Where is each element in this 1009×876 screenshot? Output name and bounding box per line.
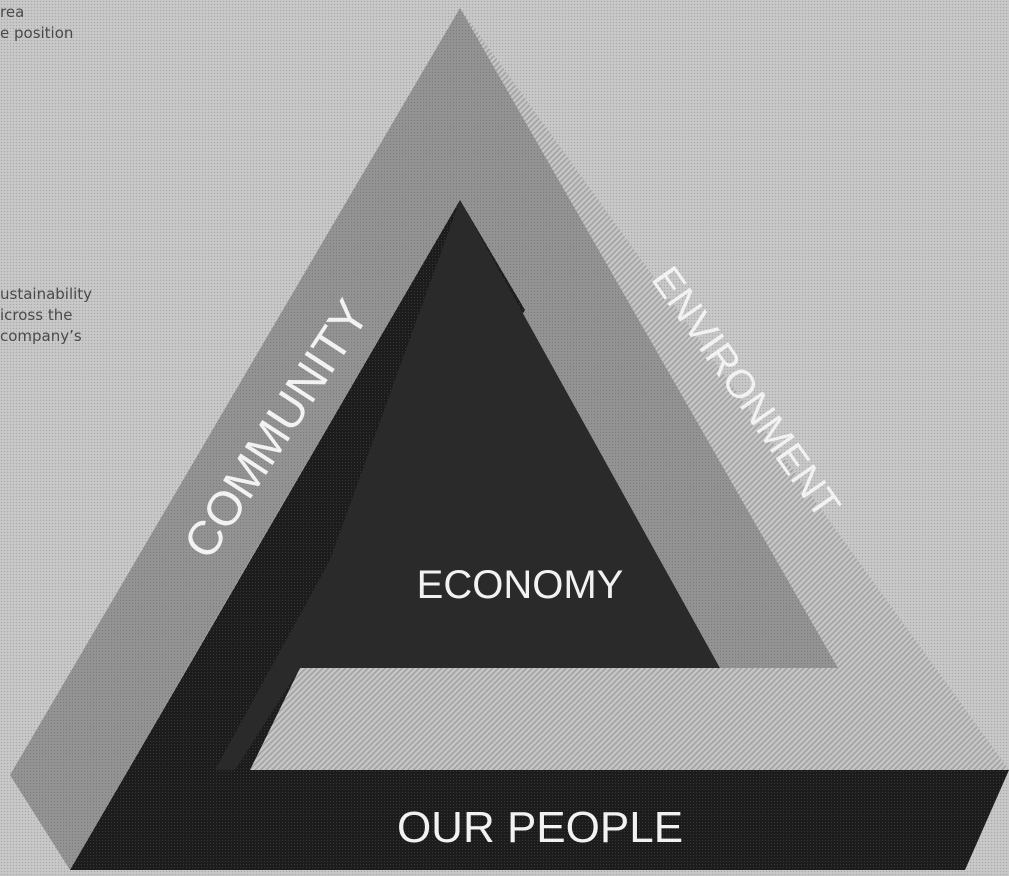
sustainability-text-line-3: company’s xyxy=(0,327,82,345)
inner-ledge xyxy=(250,668,1009,770)
sustainability-text-fragment: ustainability icross the company’s xyxy=(0,284,92,347)
intro-text-line-2: e position xyxy=(0,24,74,42)
intro-text-fragment: rea e position xyxy=(0,2,73,44)
sustainability-text-line-2: icross the xyxy=(0,306,73,324)
environment-band xyxy=(460,8,1009,770)
people-band xyxy=(70,200,1009,870)
economy-core xyxy=(215,200,720,770)
intro-text-line-1: rea xyxy=(0,3,25,21)
community-band xyxy=(10,8,838,870)
sustainability-text-line-1: ustainability xyxy=(0,285,93,303)
people-label: OUR PEOPLE xyxy=(397,803,683,852)
economy-label: ECONOMY xyxy=(417,563,624,607)
